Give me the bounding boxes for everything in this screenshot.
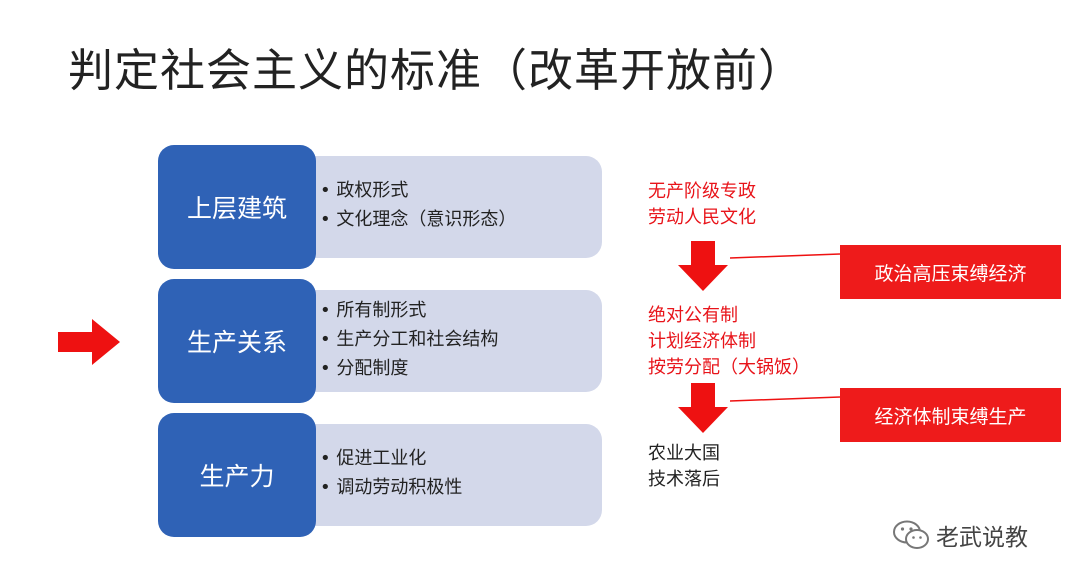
watermark: 老武说教 [892, 518, 1028, 552]
productive-forces-bullets: 促进工业化 调动劳动积极性 [320, 444, 462, 502]
production-relations-bullets: 所有制形式 生产分工和社会结构 分配制度 [320, 296, 498, 383]
down-arrow-icon [678, 241, 728, 291]
right-arrow-icon [58, 319, 120, 365]
connector-line [730, 253, 841, 259]
watermark-text: 老武说教 [936, 525, 1028, 551]
note-line: 劳动人民文化 [648, 207, 756, 228]
page-title: 判定社会主义的标准（改革开放前） [68, 44, 805, 97]
layer-box-production-relations: 生产关系 [158, 279, 316, 403]
constraint-box-politics: 政治高压束缚经济 [840, 245, 1061, 299]
layer-box-productive-forces: 生产力 [158, 413, 316, 537]
note-line: 计划经济体制 [648, 331, 756, 352]
note-line: 绝对公有制 [648, 305, 738, 326]
list-item: 促进工业化 [320, 444, 462, 473]
layer-panel-production-relations: 所有制形式 生产分工和社会结构 分配制度 [280, 290, 602, 392]
layer-panel-productive-forces: 促进工业化 调动劳动积极性 [280, 424, 602, 526]
layer-panel-superstructure: 政权形式 文化理念（意识形态） [280, 156, 602, 258]
constraint-box-economy: 经济体制束缚生产 [840, 388, 1061, 442]
note-line: 技术落后 [648, 469, 720, 490]
list-item: 调动劳动积极性 [320, 473, 462, 502]
superstructure-bullets: 政权形式 文化理念（意识形态） [320, 176, 516, 234]
connector-line [730, 396, 841, 402]
production-relations-notes: 绝对公有制 计划经济体制 按劳分配（大锅饭） [648, 303, 810, 381]
list-item: 所有制形式 [320, 296, 498, 325]
list-item: 政权形式 [320, 176, 516, 205]
note-line: 按劳分配（大锅饭） [648, 357, 810, 378]
productive-forces-notes: 农业大国 技术落后 [648, 441, 720, 493]
list-item: 分配制度 [320, 354, 498, 383]
note-line: 无产阶级专政 [648, 181, 756, 202]
list-item: 生产分工和社会结构 [320, 325, 498, 354]
wechat-icon [893, 520, 929, 549]
layer-box-superstructure: 上层建筑 [158, 145, 316, 269]
down-arrow-icon [678, 383, 728, 433]
superstructure-notes: 无产阶级专政 劳动人民文化 [648, 179, 756, 231]
list-item: 文化理念（意识形态） [320, 205, 516, 234]
note-line: 农业大国 [648, 443, 720, 464]
